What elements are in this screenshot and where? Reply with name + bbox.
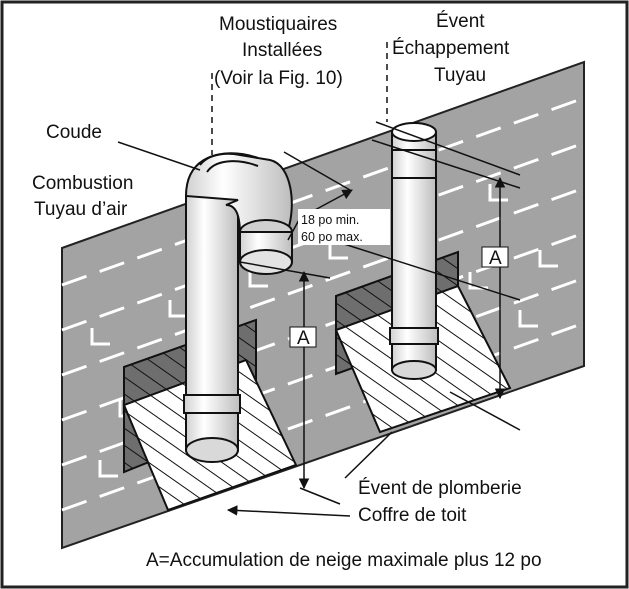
vent-label-3: Tuyau	[434, 65, 486, 86]
dim-a-right-box	[481, 246, 509, 268]
combustion-label-1: Combustion	[32, 173, 133, 194]
mosquito-label-2: Installées	[242, 40, 322, 61]
exhaust-vent-pipe	[389, 122, 439, 380]
dim-a-left-box	[289, 326, 317, 348]
min-distance-label: 18 po min.	[301, 213, 359, 227]
mosquito-label-1: Moustiquaires	[219, 14, 337, 35]
dim-a-right: A	[489, 248, 502, 269]
vent-label-2: Échappement	[392, 38, 510, 59]
caption: A=Accumulation de neige maximale plus 12…	[146, 550, 542, 571]
mosquito-label-3: (Voir la Fig. 10)	[214, 68, 343, 89]
distance-label-bg	[298, 209, 390, 245]
roof-box-label: Coffre de toit	[358, 505, 467, 526]
max-distance-label: 60 po max.	[301, 230, 363, 244]
dim-a-left: A	[297, 328, 310, 349]
plumbing-vent-label: Évent de plomberie	[358, 478, 522, 499]
leader-lines	[117, 42, 521, 517]
combustion-air-pipe	[183, 152, 293, 463]
combustion-label-2: Tuyau d’air	[34, 199, 128, 220]
vent-label-1: Évent	[436, 11, 485, 32]
elbow-label: Coude	[46, 122, 102, 143]
